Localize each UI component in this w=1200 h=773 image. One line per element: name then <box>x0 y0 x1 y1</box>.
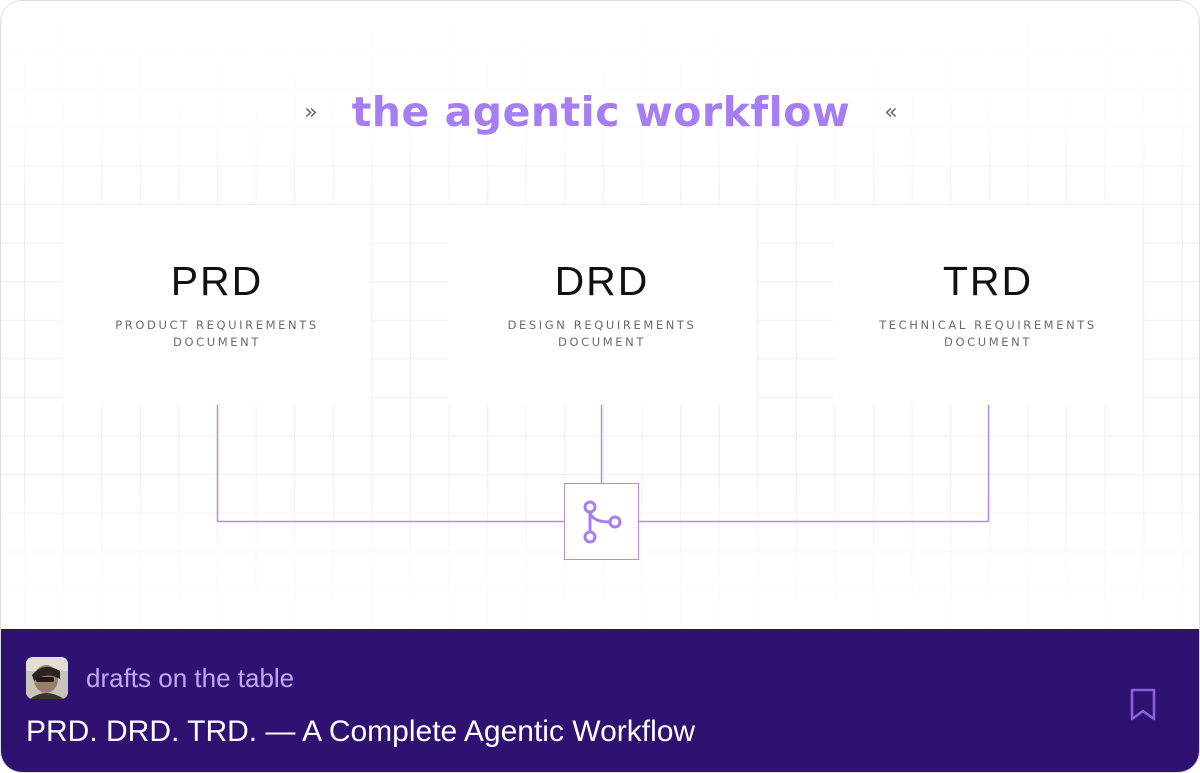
source-name[interactable]: drafts on the table <box>86 663 295 693</box>
hero-title-row: » the agentic workflow « <box>1 83 1199 141</box>
doc-subtitle: PRODUCT REQUIREMENTS DOCUMENT <box>63 317 371 351</box>
avatar <box>26 657 68 699</box>
link-headline[interactable]: PRD. DRD. TRD. — A Complete Agentic Work… <box>26 715 696 748</box>
bookmark-icon[interactable] <box>1129 688 1157 722</box>
doc-subtitle: DESIGN REQUIREMENTS DOCUMENT <box>448 317 756 351</box>
doc-abbr: PRD <box>170 258 264 304</box>
doc-subtitle-line1: DESIGN REQUIREMENTS <box>507 318 697 332</box>
doc-abbr: TRD <box>942 258 1034 304</box>
doc-subtitle-line2: DOCUMENT <box>944 335 1032 349</box>
doc-subtitle: TECHNICAL REQUIREMENTS DOCUMENT <box>834 317 1142 351</box>
doc-subtitle-line2: DOCUMENT <box>173 335 261 349</box>
git-merge-icon <box>583 500 621 543</box>
doc-subtitle-line2: DOCUMENT <box>558 335 646 349</box>
doc-box-drd: DRD DESIGN REQUIREMENTS DOCUMENT <box>448 206 756 405</box>
doc-subtitle-line1: PRODUCT REQUIREMENTS <box>115 318 319 332</box>
chevron-right-double-icon: » <box>304 99 318 125</box>
chevron-left-double-icon: « <box>884 99 898 125</box>
hero-title: the agentic workflow <box>351 88 851 136</box>
doc-box-prd: PRD PRODUCT REQUIREMENTS DOCUMENT <box>63 206 371 405</box>
doc-subtitle-line1: TECHNICAL REQUIREMENTS <box>879 318 1097 332</box>
doc-box-trd: TRD TECHNICAL REQUIREMENTS DOCUMENT <box>834 206 1142 405</box>
link-preview-footer[interactable]: drafts on the table PRD. DRD. TRD. — A C… <box>1 629 1199 772</box>
merge-node <box>564 483 639 560</box>
doc-abbr: DRD <box>554 258 650 304</box>
